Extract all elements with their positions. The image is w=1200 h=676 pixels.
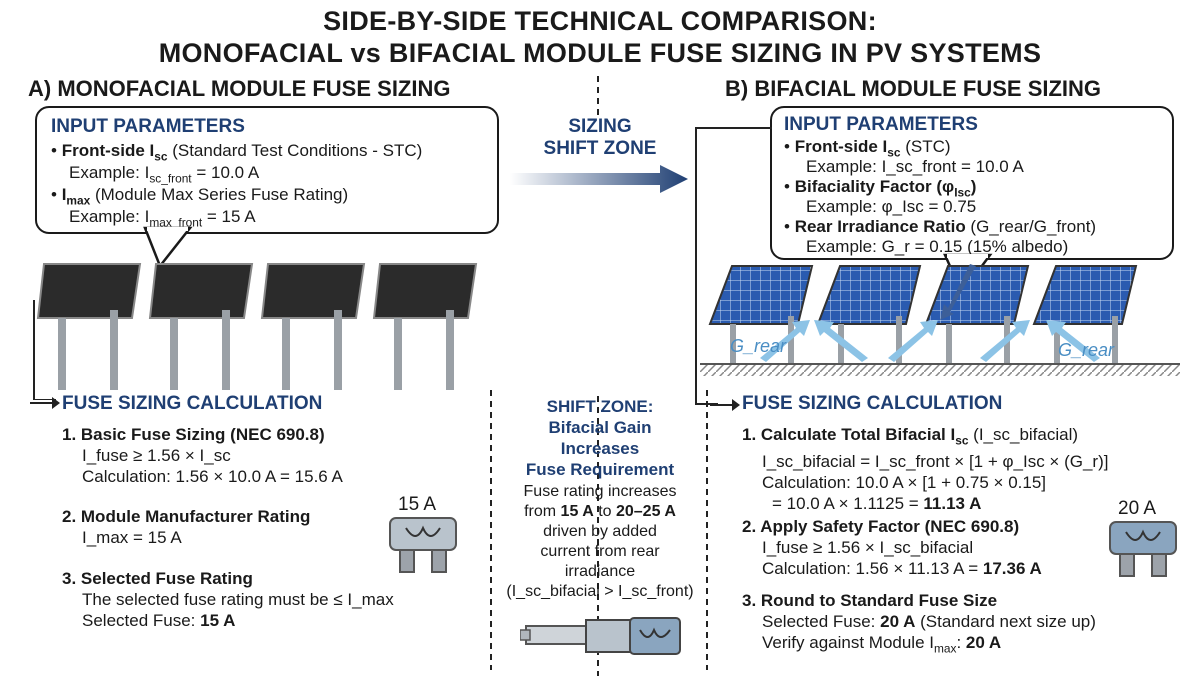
right-input-param-1: • Front-side Isc (STC) (784, 137, 951, 160)
sizing-shift-zone-label: SIZING SHIFT ZONE (543, 116, 657, 159)
left-input-title: INPUT PARAMETERS (51, 116, 245, 137)
ground (700, 364, 1180, 376)
g-rear-label-right: G_rear (1058, 340, 1115, 360)
monofacial-panel-2 (148, 263, 254, 390)
left-input-example-2: Example: Imax_front = 15 A (69, 207, 256, 230)
left-input-param-1: • Front-side Isc (Standard Test Conditio… (51, 141, 423, 164)
monofacial-panel-3 (260, 263, 366, 390)
right-input-box: INPUT PARAMETERS • Front-side Isc (STC) … (770, 106, 1174, 260)
shift-zone-text: Fuse rating increases from 15 A to 20–25… (506, 483, 694, 600)
left-fuse-label: 15 A (398, 494, 437, 515)
right-heading: B) BIFACIAL MODULE FUSE SIZING (725, 76, 1102, 101)
left-calc-title: FUSE SIZING CALCULATION (62, 393, 323, 414)
left-calc-step-3: 3. Selected Fuse Rating The selected fus… (62, 569, 394, 630)
left-input-box: INPUT PARAMETERS • Front-side Isc (Stand… (35, 106, 499, 234)
right-input-title: INPUT PARAMETERS (784, 114, 978, 135)
g-rear-label-left: G_rear (730, 336, 787, 356)
bifacial-array-illustration (700, 264, 1180, 376)
bifacial-panel-1 (708, 265, 814, 364)
left-input-param-2: • Imax (Module Max Series Fuse Rating) (51, 185, 349, 208)
right-connector-line (695, 127, 772, 405)
front-irradiance-arrow (940, 264, 976, 320)
right-input-example-1: Example: I_sc_front = 10.0 A (806, 157, 1024, 176)
monofacial-array-illustration (33, 263, 478, 400)
monofacial-panel-4 (372, 263, 478, 390)
right-calc-step-2: 2. Apply Safety Factor (NEC 690.8) I_fus… (742, 517, 1042, 578)
rear-irradiance-arrows (760, 320, 1100, 362)
left-input-example-1: Example: Isc_front = 10.0 A (69, 163, 260, 186)
monofacial-panel-1 (36, 263, 142, 390)
right-input-param-3: • Rear Irradiance Ratio (G_rear/G_front) (784, 217, 1097, 236)
left-blade-fuse-icon (389, 517, 457, 573)
left-callout-tail (143, 226, 193, 269)
right-fuse-label: 20 A (1118, 498, 1157, 519)
right-dashed-divider (706, 390, 708, 670)
title-line-1: SIDE-BY-SIDE TECHNICAL COMPARISON: (323, 6, 877, 36)
right-calc-step-1: 1. Calculate Total Bifacial Isc (I_sc_bi… (742, 425, 1109, 514)
right-blade-fuse-icon (1109, 521, 1177, 577)
left-calc-step-1: 1. Basic Fuse Sizing (NEC 690.8) I_fuse … (62, 425, 343, 486)
left-calc-step-2: 2. Module Manufacturer Rating I_max = 15… (62, 507, 311, 547)
left-heading: A) MONOFACIAL MODULE FUSE SIZING (28, 76, 451, 101)
right-calc-title: FUSE SIZING CALCULATION (742, 393, 1003, 414)
right-input-example-3: Example: G_r = 0.15 (15% albedo) (806, 237, 1069, 256)
right-calc-step-3: 3. Round to Standard Fuse Size Selected … (742, 591, 1096, 656)
cartridge-fuse-icon (520, 617, 681, 655)
left-calc-arrow (30, 397, 60, 409)
title-line-2: MONOFACIAL vs BIFACIAL MODULE FUSE SIZIN… (158, 38, 1042, 68)
right-input-param-2: • Bifaciality Factor (φIsc) (784, 177, 977, 200)
left-dashed-divider (490, 390, 492, 670)
bifacial-panel-4 (1032, 265, 1138, 364)
right-calc-arrow (710, 399, 740, 411)
right-input-example-2: Example: φ_Isc = 0.75 (806, 197, 977, 216)
shift-zone-title: SHIFT ZONE: Bifacial Gain Increases Fuse… (525, 397, 675, 479)
shift-arrow (510, 165, 688, 193)
